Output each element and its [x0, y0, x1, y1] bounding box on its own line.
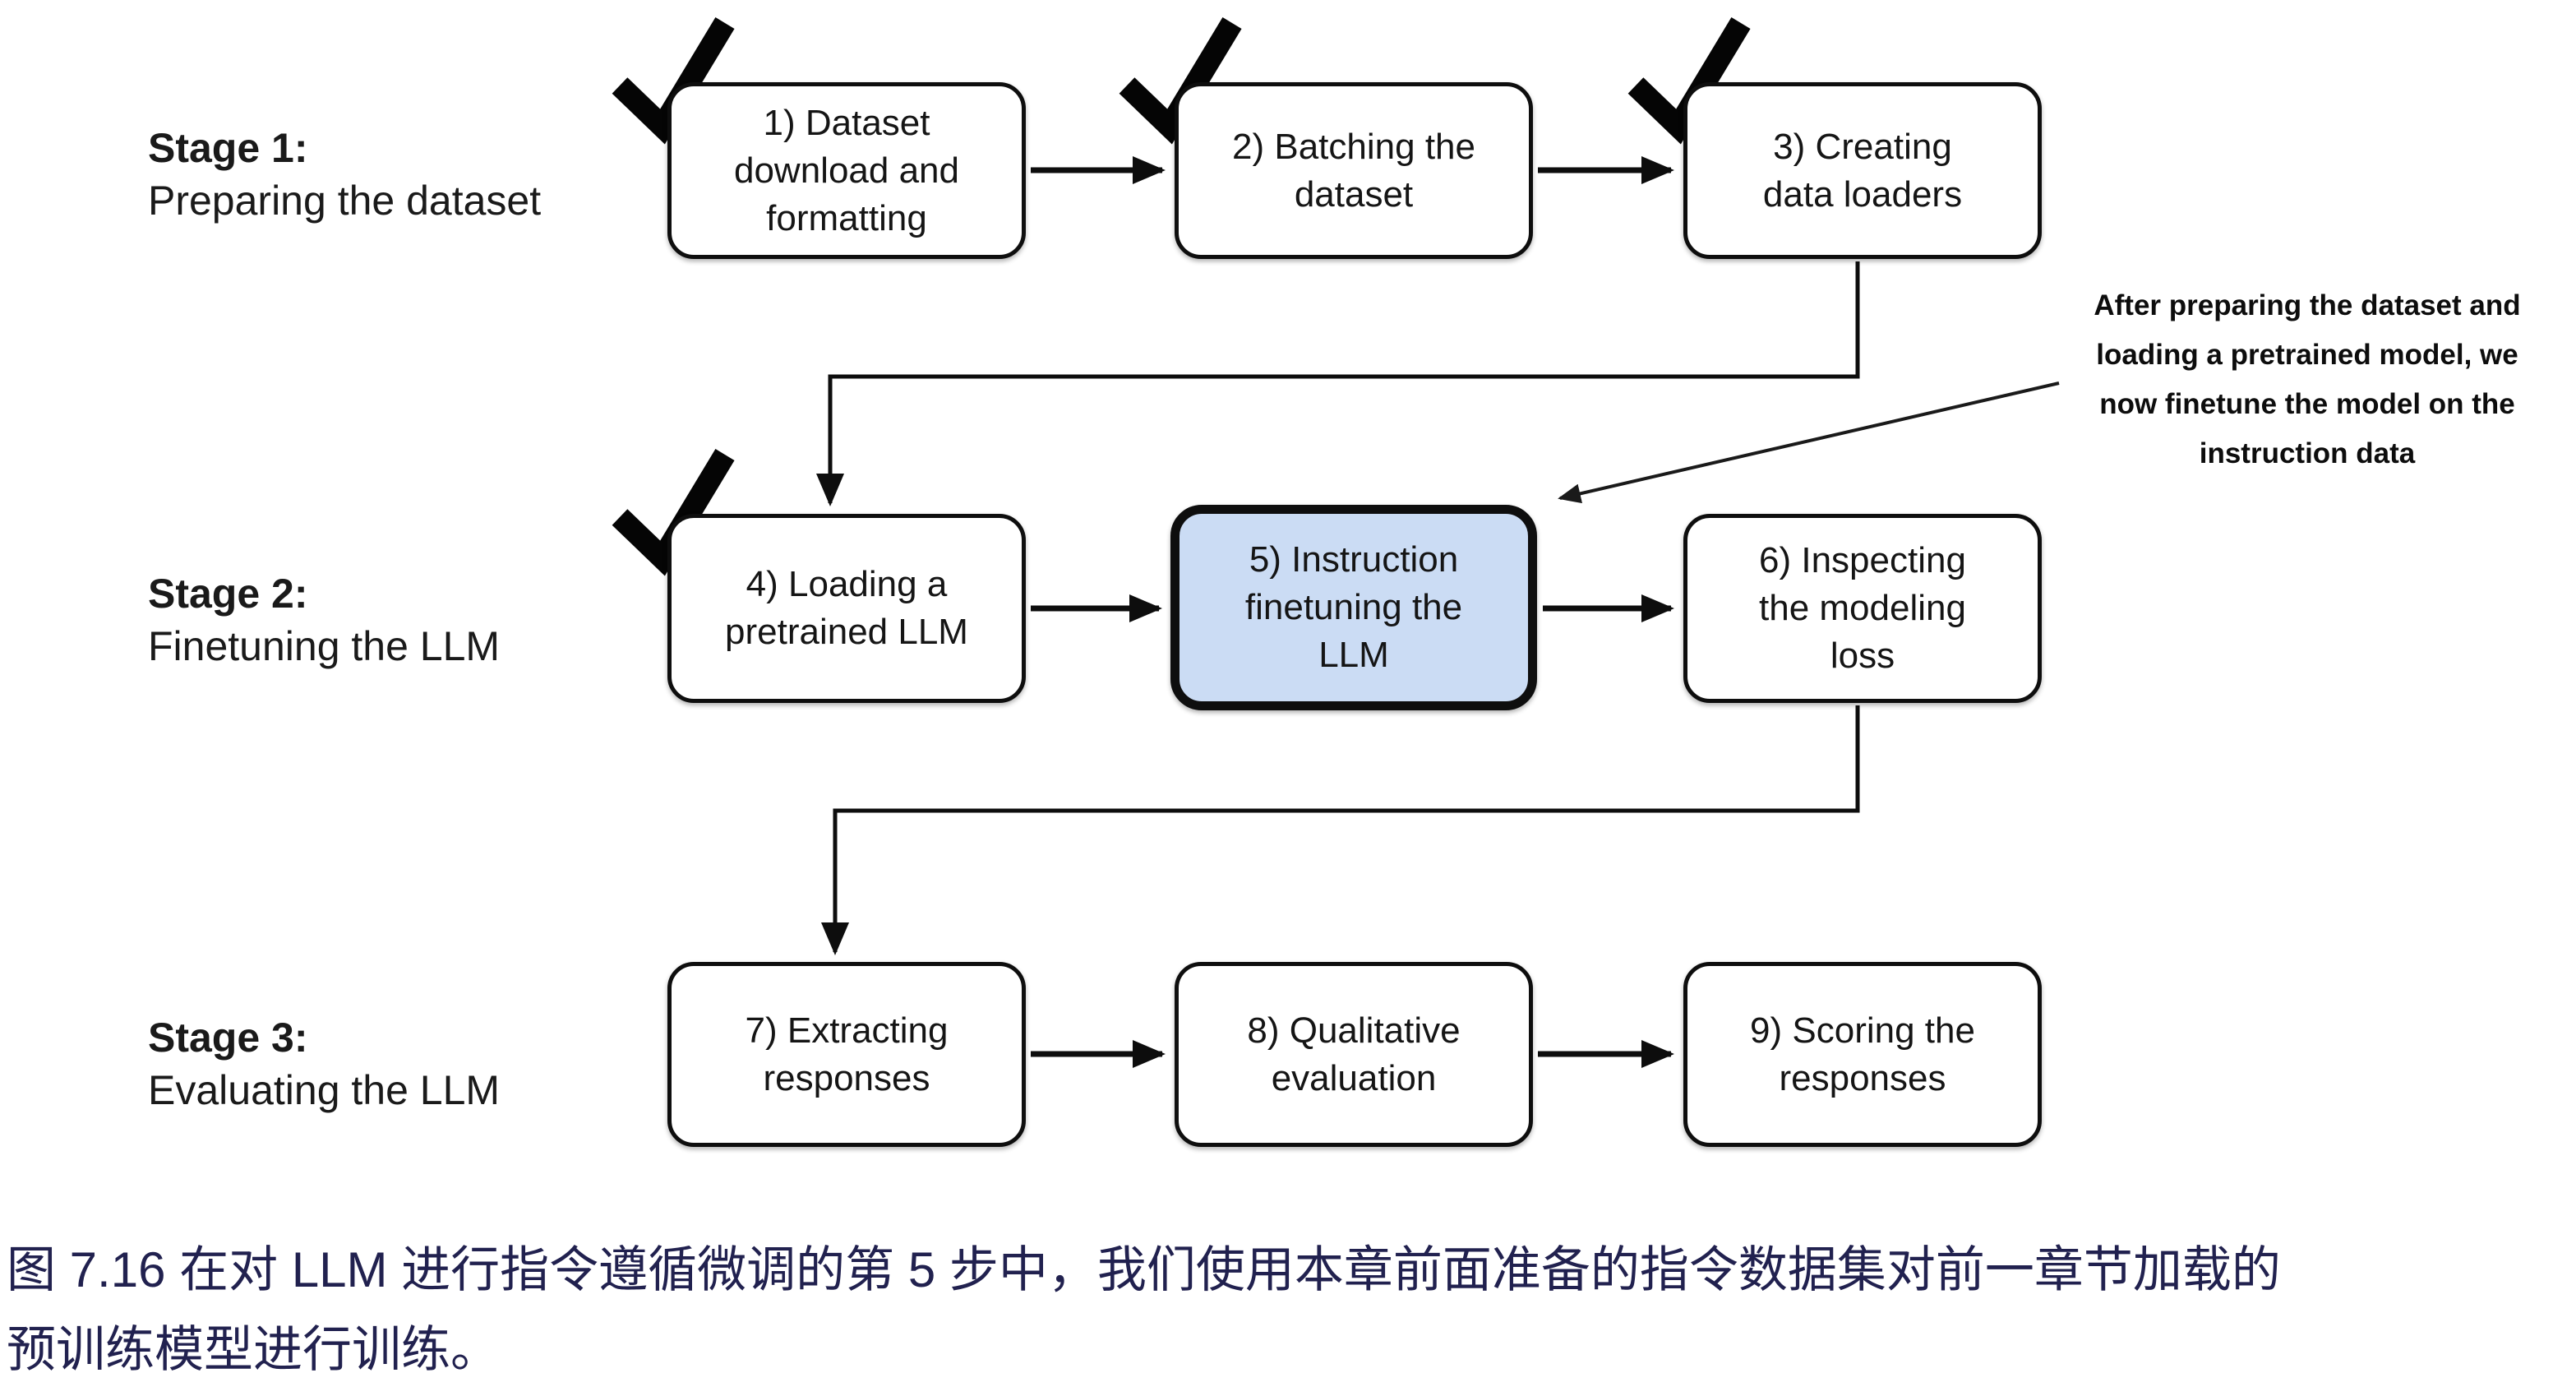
flow-box-8: 8) Qualitative evaluation	[1175, 962, 1533, 1147]
annotation-arrow	[1558, 381, 2060, 504]
stage-3-label: Stage 3: Evaluating the LLM	[148, 1011, 500, 1116]
checkmark-icon-box4	[612, 449, 735, 576]
flow-box-4: 4) Loading a pretrained LLM	[667, 514, 1026, 703]
flow-box-6: 6) Inspecting the modeling loss	[1683, 514, 2042, 703]
stage-1-subtitle: Preparing the dataset	[148, 178, 542, 224]
stage-1-title: Stage 1:	[148, 125, 308, 171]
flow-box-9: 9) Scoring the responses	[1683, 962, 2042, 1147]
elbow-connector-box3-box4	[816, 261, 1860, 506]
stage-2-title: Stage 2:	[148, 571, 308, 617]
stage-2-label: Stage 2: Finetuning the LLM	[148, 567, 500, 673]
stage-3-title: Stage 3:	[148, 1015, 308, 1061]
flow-box-5: 5) Instruction finetuning the LLM	[1170, 505, 1537, 710]
checkmark-icon-box3	[1627, 17, 1751, 145]
stage-2-subtitle: Finetuning the LLM	[148, 623, 501, 669]
annotation-note: After preparing the dataset and loading …	[2094, 289, 2521, 469]
flow-box-1: 1) Dataset download and formatting	[667, 82, 1026, 259]
stage-1-label: Stage 1: Preparing the dataset	[148, 122, 541, 227]
checkmark-icon-box2	[1119, 17, 1242, 145]
checkmark-icon-box1	[612, 17, 735, 145]
stage-3-subtitle: Evaluating the LLM	[148, 1067, 501, 1113]
figure-caption: 图 7.16 在对 LLM 进行指令遵循微调的第 5 步中，我们使用本章前面准备…	[7, 1242, 2281, 1373]
flow-box-7: 7) Extracting responses	[667, 962, 1026, 1147]
elbow-connector-box6-box7	[821, 705, 1860, 955]
flow-box-3: 3) Creating data loaders	[1683, 82, 2042, 259]
flow-box-2: 2) Batching the dataset	[1175, 82, 1533, 259]
